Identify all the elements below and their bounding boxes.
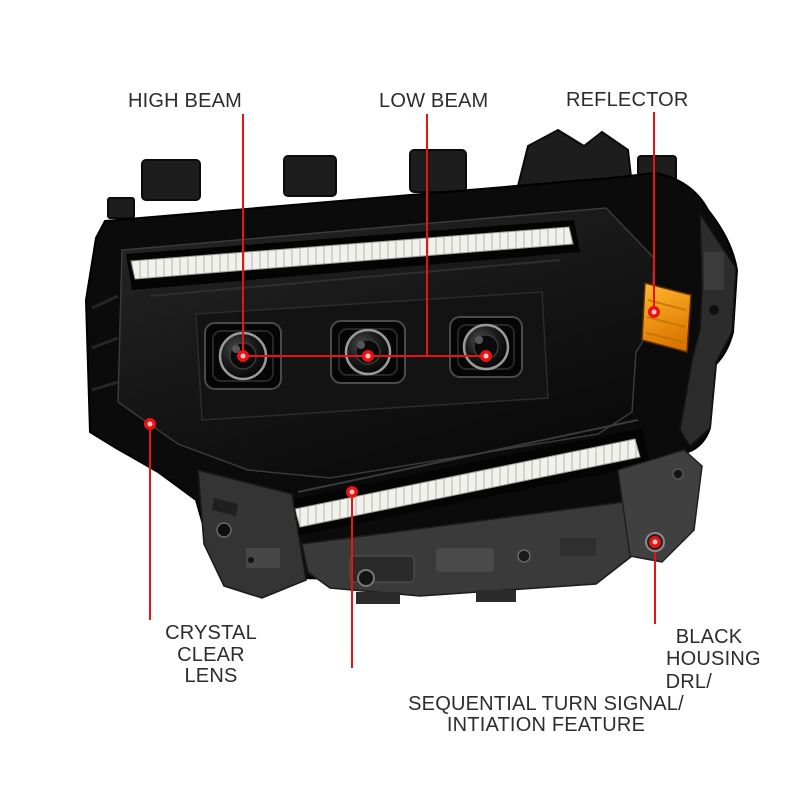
lower-drl-light-bar <box>294 438 641 528</box>
callout-black-housing <box>649 536 661 624</box>
callout-dot-black-housing <box>649 536 661 548</box>
callout-reflector <box>648 112 660 318</box>
callout-dot-reflector <box>648 306 660 318</box>
callout-dot-drl <box>346 486 358 498</box>
callout-crystal-clear-lens <box>144 418 156 620</box>
label-reflector: REFLECTOR <box>566 89 689 111</box>
callout-dot-low-beam-outer <box>480 350 492 362</box>
label-low-beam: LOW BEAM <box>379 90 489 112</box>
low-beam-projector-outer <box>449 316 523 378</box>
label-drl-feature-line2: SEQUENTIAL TURN SIGNAL/ <box>408 692 684 715</box>
label-black-housing-line2: HOUSING <box>666 647 761 670</box>
label-drl-feature-line3: INTIATION FEATURE <box>446 714 646 736</box>
lower-trim-line <box>297 419 639 493</box>
label-drl-feature: DRL/ SEQUENTIAL TURN SIGNAL/ INTIATION F… <box>380 671 712 737</box>
upper-drl-light-bar <box>130 226 574 280</box>
label-crystal-clear-lens: CRYSTAL CLEAR LENS <box>154 622 268 688</box>
right-side-bracket <box>679 211 737 448</box>
label-high-beam: HIGH BEAM <box>128 90 243 112</box>
callout-dot-crystal-clear-lens <box>144 418 156 430</box>
callout-drl <box>346 486 358 668</box>
left-side-ribs <box>91 294 119 392</box>
bottom-mounting-brackets <box>197 449 703 604</box>
callout-low-beam <box>362 114 492 362</box>
label-crystal-clear-lens-line2: CLEAR LENS <box>177 643 245 687</box>
callout-high-beam <box>237 114 486 362</box>
label-black-housing: BLACK HOUSING <box>666 626 761 670</box>
label-black-housing-line1: BLACK <box>675 626 743 648</box>
label-crystal-clear-lens-line1: CRYSTAL <box>165 622 257 644</box>
upper-trim-line <box>149 259 561 297</box>
label-drl-feature-line1: DRL/ <box>665 671 712 693</box>
callout-dot-high-beam <box>237 350 249 362</box>
callout-dot-low-beam-inner <box>362 350 374 362</box>
